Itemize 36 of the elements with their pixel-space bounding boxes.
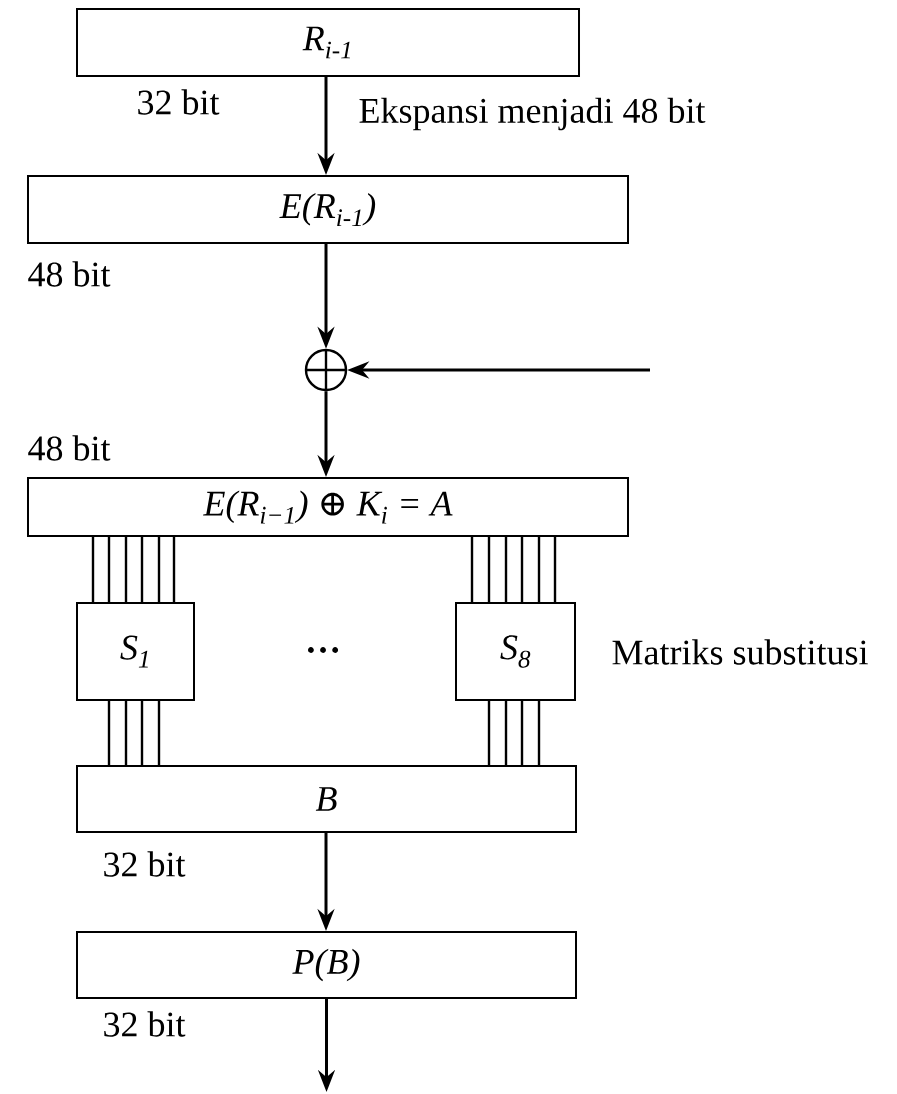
process-box: P(B)	[76, 931, 577, 999]
wire-line	[157, 701, 161, 765]
process-box: E(R$_{i−1}$) ⊕ K$_{i}$ = A	[27, 477, 629, 537]
substitution-box: S$_{1}$	[76, 602, 195, 701]
wire-line	[107, 537, 111, 602]
wire-line	[172, 537, 176, 602]
process-box: R$_{i-1}$	[76, 8, 580, 77]
substitution-box: S$_{8}$	[455, 602, 576, 701]
xor-symbol	[304, 348, 348, 392]
wire-line	[124, 701, 128, 765]
bit-width-label: 32 bit	[138, 89, 220, 115]
wire-line	[537, 701, 541, 765]
wire-line	[504, 537, 508, 602]
wire-line	[124, 537, 128, 602]
wire-line	[487, 537, 491, 602]
edge-label: Ekspansi menjadi 48 bit	[359, 97, 706, 131]
ellipsis: …	[308, 647, 339, 653]
wire-line	[537, 537, 541, 602]
wire-line	[140, 701, 144, 765]
wire-line	[470, 537, 474, 602]
bit-width-label: 32 bit	[104, 1011, 186, 1037]
wire-line	[487, 701, 491, 765]
annotation-label: Matriks substitusi	[612, 639, 868, 665]
wire-line	[91, 537, 95, 602]
bit-width-label: 48 bit	[28, 261, 111, 287]
process-box: B	[76, 765, 577, 833]
bit-width-label: 48 bit	[28, 435, 111, 461]
wire-line	[140, 537, 144, 602]
wire-line	[107, 701, 111, 765]
wire-line	[504, 701, 508, 765]
wire-line	[520, 537, 524, 602]
process-box: E(R$_{i-1}$)	[27, 175, 629, 244]
bit-width-label: 32 bit	[104, 851, 186, 877]
wire-line	[157, 537, 161, 602]
wire-line	[553, 537, 557, 602]
wire-line	[520, 701, 524, 765]
